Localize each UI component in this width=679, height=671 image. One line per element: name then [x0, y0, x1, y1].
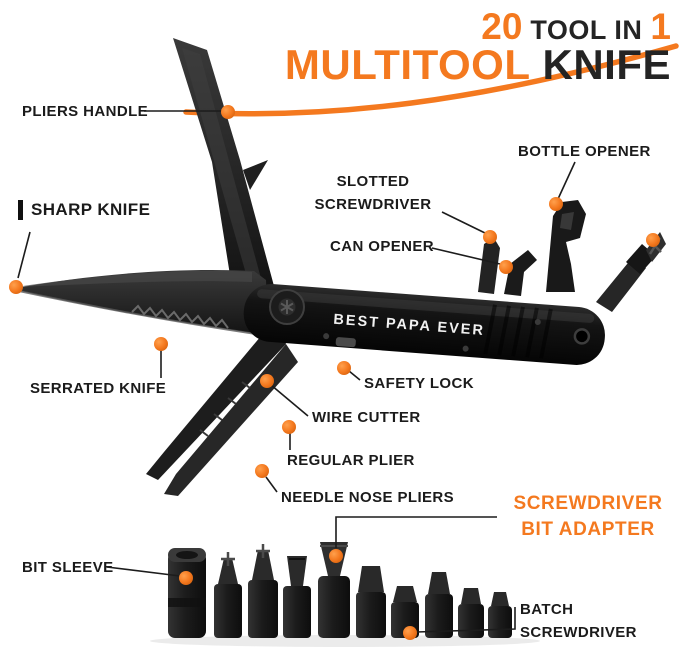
- callout-dot-serrated-knife: [154, 337, 168, 351]
- needle-nose-pliers-jaws: [146, 318, 298, 496]
- callout-dot-bottle-opener: [549, 197, 563, 211]
- slotted-screwdriver-tool: [478, 238, 500, 294]
- callout-dot-phillips-tip: [646, 233, 660, 247]
- headline-word-knife: KNIFE: [542, 41, 671, 88]
- callout-dot-wire-cutter: [260, 374, 274, 388]
- headline-count-one: 1: [650, 6, 671, 47]
- label-can-opener: CAN OPENER: [330, 238, 435, 255]
- label-serrated-knife: SERRATED KNIFE: [30, 380, 167, 397]
- label-bottle-opener: BOTTLE OPENER: [518, 143, 651, 160]
- knife-handle: BEST PAPA EVER: [243, 284, 605, 365]
- headline-count: 20 TOOL IN 1: [481, 6, 671, 48]
- multitool-knife: BEST PAPA EVER: [12, 38, 666, 496]
- callout-line-bit-sleeve: [106, 566, 181, 577]
- label-slotted-screwdriver: SLOTTED SCREWDRIVER: [314, 173, 432, 214]
- phillips-bit: [214, 552, 242, 638]
- callout-line-slotted-screwdriver: [441, 211, 486, 234]
- callout-dot-bit-adapter: [329, 549, 343, 563]
- accent-swoosh: [183, 43, 679, 117]
- headline-count-number: 20: [481, 6, 523, 47]
- label-bit-sleeve: BIT SLEEVE: [22, 559, 114, 576]
- pliers-handle-arm: [173, 38, 274, 302]
- pivot-screw: [269, 289, 305, 325]
- callout-dot-batch-screwdriver: [403, 626, 417, 640]
- callout-lines: [17, 110, 576, 633]
- callout-dot-safety-lock: [337, 361, 351, 375]
- label-wire-cutter: WIRE CUTTER: [312, 409, 421, 426]
- label-needle-nose-pliers: NEEDLE NOSE PLIERS: [281, 489, 455, 506]
- hex-bit: [356, 566, 386, 638]
- headline-word-multitool: MULTITOOL: [284, 41, 531, 88]
- callout-line-bottle-opener: [557, 161, 576, 200]
- callout-dot-sharp-knife: [9, 280, 23, 294]
- serrated-edge: [131, 304, 229, 329]
- callout-dot-needle-nose-pliers: [255, 464, 269, 478]
- flat-bit: [283, 556, 311, 638]
- label-safety-lock: SAFETY LOCK: [364, 375, 474, 392]
- can-opener-tool: [504, 250, 537, 296]
- callout-dot-regular-plier: [282, 420, 296, 434]
- label-regular-plier: REGULAR PLIER: [287, 452, 415, 469]
- callout-line-sharp-knife: [17, 231, 31, 279]
- torx-bit: [488, 592, 512, 638]
- bit-sleeve-item: [168, 548, 206, 638]
- label-pliers-handle: PLIERS HANDLE: [22, 103, 149, 120]
- callout-dot-can-opener: [499, 260, 513, 274]
- label-batch-screwdriver: BATCH SCREWDRIVER: [520, 601, 637, 641]
- phillips-bit: [248, 544, 278, 638]
- callout-line-needle-nose-pliers: [265, 476, 278, 493]
- callout-dots: [9, 105, 660, 640]
- callout-dot-slotted-screwdriver: [483, 230, 497, 244]
- hex-bit: [425, 572, 453, 638]
- headline-name: MULTITOOL KNIFE: [285, 41, 671, 89]
- callout-line-wire-cutter: [270, 384, 309, 417]
- callout-dot-pliers-handle: [221, 105, 235, 119]
- bottle-opener-tool: [546, 200, 586, 292]
- callout-line-can-opener: [431, 247, 501, 265]
- safety-lock-slider: [335, 337, 356, 348]
- knife-blade: [12, 269, 268, 338]
- callout-line-bit-adapter: [335, 516, 497, 548]
- bit-set: [150, 542, 540, 647]
- callout-line-safety-lock: [348, 370, 361, 381]
- callout-dot-bit-sleeve: [179, 571, 193, 585]
- callout-line-batch-screwdriver: [415, 607, 516, 633]
- label-screwdriver-bit-adapter: SCREWDRIVER BIT ADAPTER: [513, 493, 663, 540]
- label-sharp-knife: SHARP KNIFE: [18, 200, 150, 221]
- headline-count-text: TOOL IN: [530, 15, 643, 45]
